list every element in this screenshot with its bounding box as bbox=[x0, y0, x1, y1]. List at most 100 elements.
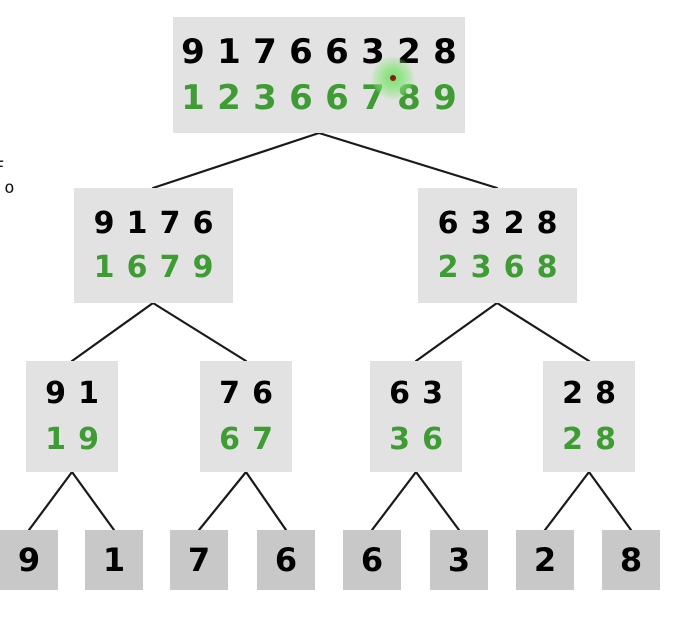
tree-node-leaf-1: 1 bbox=[85, 530, 143, 590]
value-cell: 1 bbox=[126, 205, 148, 241]
value-cell: 6 bbox=[389, 375, 410, 411]
tree-edge bbox=[27, 470, 74, 532]
value-cell: 6 bbox=[252, 375, 273, 411]
tree-node-leaf-8: 8 bbox=[602, 530, 660, 590]
tree-edge bbox=[70, 301, 155, 363]
unsorted-values-row: 8 bbox=[616, 544, 646, 576]
value-cell: 9 bbox=[192, 249, 214, 285]
value-cell: 6 bbox=[192, 205, 214, 241]
tree-edge bbox=[414, 301, 499, 363]
value-cell: 6 bbox=[437, 205, 459, 241]
tree-edge bbox=[151, 301, 248, 363]
unsorted-values-row: 2 bbox=[530, 544, 560, 576]
unsorted-values-row: 9 bbox=[14, 544, 44, 576]
value-cell: 9 bbox=[78, 421, 99, 457]
value-cell: 7 bbox=[252, 421, 273, 457]
value-cell: 6 bbox=[360, 541, 384, 579]
value-cell: 9 bbox=[45, 375, 66, 411]
tree-edge bbox=[244, 470, 288, 532]
value-cell: 3 bbox=[470, 205, 492, 241]
tree-edge bbox=[587, 470, 633, 532]
value-cell: 1 bbox=[181, 78, 205, 118]
value-cell: 6 bbox=[325, 78, 349, 118]
tree-edge bbox=[495, 301, 591, 363]
value-cell: 2 bbox=[217, 78, 241, 118]
value-cell: 1 bbox=[93, 249, 115, 285]
value-cell: 7 bbox=[361, 78, 385, 118]
value-cell: 7 bbox=[159, 205, 181, 241]
value-cell: 2 bbox=[397, 32, 421, 72]
tree-edge bbox=[317, 131, 499, 190]
value-cell: 8 bbox=[595, 421, 616, 457]
value-cell: 9 bbox=[17, 541, 41, 579]
value-cell: 9 bbox=[433, 78, 457, 118]
tree-edge bbox=[370, 470, 418, 532]
tree-node-leaf-6a: 6 bbox=[257, 530, 315, 590]
tree-edge bbox=[70, 470, 116, 532]
value-cell: 6 bbox=[503, 249, 525, 285]
value-cell: 8 bbox=[595, 375, 616, 411]
margin-note-text: F o bbox=[0, 158, 15, 198]
value-cell: 7 bbox=[159, 249, 181, 285]
value-cell: 8 bbox=[397, 78, 421, 118]
tree-node-leaf-6b: 6 bbox=[343, 530, 401, 590]
tree-node-leaf-2: 2 bbox=[516, 530, 574, 590]
value-cell: 3 bbox=[422, 375, 443, 411]
value-cell: 2 bbox=[562, 421, 583, 457]
tree-edge bbox=[414, 470, 461, 532]
unsorted-values-row: 1 bbox=[99, 544, 129, 576]
value-cell: 8 bbox=[433, 32, 457, 72]
value-cell: 2 bbox=[562, 375, 583, 411]
tree-node-leaf-9: 9 bbox=[0, 530, 58, 590]
value-cell: 3 bbox=[470, 249, 492, 285]
unsorted-values-row: 7 bbox=[184, 544, 214, 576]
value-cell: 6 bbox=[289, 78, 313, 118]
value-cell: 3 bbox=[447, 541, 471, 579]
value-cell: 1 bbox=[217, 32, 241, 72]
value-cell: 2 bbox=[533, 541, 557, 579]
value-cell: 2 bbox=[437, 249, 459, 285]
value-cell: 6 bbox=[325, 32, 349, 72]
value-cell: 9 bbox=[181, 32, 205, 72]
value-cell: 6 bbox=[274, 541, 298, 579]
value-cell: 2 bbox=[503, 205, 525, 241]
value-cell: 7 bbox=[219, 375, 240, 411]
tree-node-leaf-7: 7 bbox=[170, 530, 228, 590]
tree-edge bbox=[197, 470, 248, 532]
tree-node-leaf-3: 3 bbox=[430, 530, 488, 590]
value-cell: 6 bbox=[126, 249, 148, 285]
value-cell: 6 bbox=[422, 421, 443, 457]
unsorted-values-row: 6 bbox=[357, 544, 387, 576]
value-cell: 3 bbox=[361, 32, 385, 72]
value-cell: 6 bbox=[219, 421, 240, 457]
value-cell: 9 bbox=[93, 205, 115, 241]
value-cell: 1 bbox=[102, 541, 126, 579]
value-cell: 3 bbox=[253, 78, 277, 118]
value-cell: 6 bbox=[289, 32, 313, 72]
value-cell: 7 bbox=[187, 541, 211, 579]
value-cell: 3 bbox=[389, 421, 410, 457]
unsorted-values-row: 6 bbox=[271, 544, 301, 576]
value-cell: 1 bbox=[78, 375, 99, 411]
